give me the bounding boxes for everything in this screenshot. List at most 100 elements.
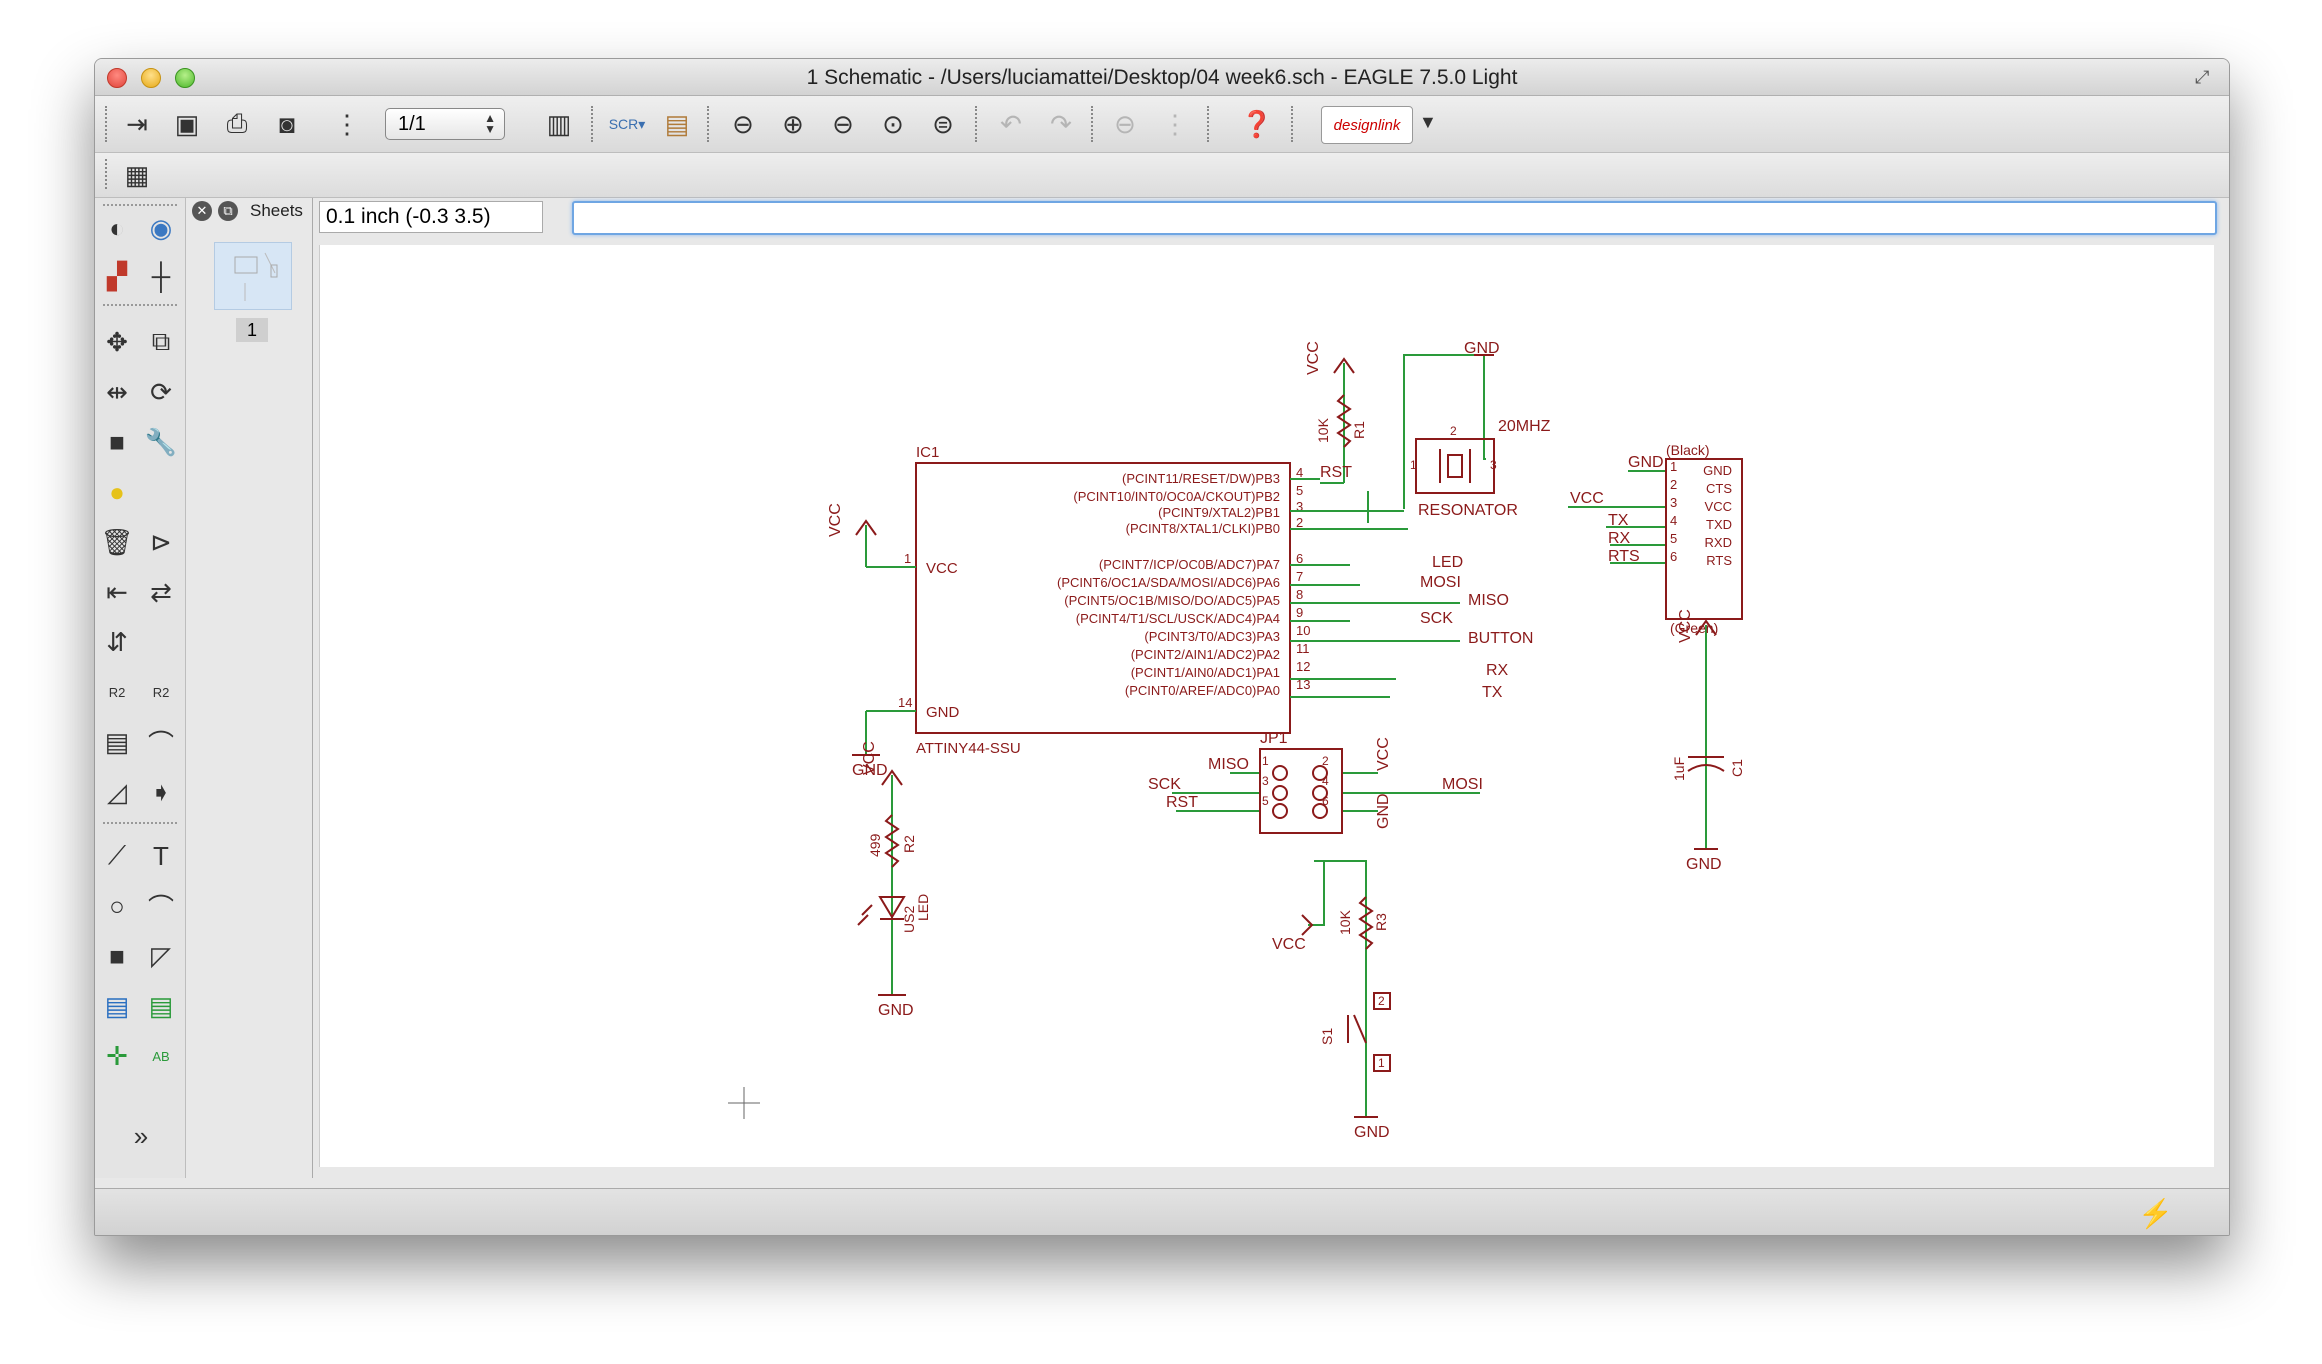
close-icon[interactable]: ✕ [192, 201, 212, 221]
schematic-drawing[interactable]: IC1 ATTINY44-SSU VCC GND 1 14 (PCINT11/R… [320, 245, 2214, 1167]
replace-icon[interactable]: ⇄ [150, 576, 172, 607]
mark-icon[interactable]: ┼ [151, 260, 171, 291]
design-link-button[interactable]: designlink [1321, 106, 1413, 144]
zoom-window-button[interactable] [175, 68, 195, 88]
ic1-pin14-num: 14 [898, 695, 912, 710]
show-icon[interactable]: ◉ [149, 212, 173, 243]
arc-icon[interactable]: ⌒ [147, 892, 174, 923]
ftdi-pin-label: GND [1703, 463, 1732, 478]
rectangle-icon[interactable]: ■ [109, 940, 125, 971]
zoom-fit-icon[interactable]: ⊖ [732, 108, 754, 139]
ftdi-pin-number: 1 [1670, 459, 1677, 474]
jp1-name: JP1 [1260, 730, 1288, 747]
info-icon[interactable]: ◐ [109, 212, 125, 243]
name-icon[interactable]: R2 [108, 684, 126, 700]
ftdi-bottom-label: (Green) [1670, 620, 1718, 636]
ftdi-pin-label: CTS [1706, 481, 1732, 496]
resonator-pin-number: 3 [1490, 458, 1497, 472]
ic1-gnd-pin: GND [926, 704, 960, 721]
open-icon[interactable]: ⇥ [126, 108, 148, 139]
rst-net-label: RST [1320, 464, 1352, 481]
junction-icon[interactable]: ✛ [106, 1040, 128, 1071]
display-icon[interactable]: ▞ [107, 260, 127, 291]
redo-icon[interactable]: ↷ [1050, 108, 1072, 139]
undo-icon[interactable]: ↶ [1000, 108, 1022, 139]
toolbar-grip [1091, 106, 1097, 142]
sheet-thumbnail[interactable] [214, 242, 292, 310]
expand-chevron-icon[interactable]: » [133, 1120, 149, 1151]
schematic-canvas[interactable]: IC1 ATTINY44-SSU VCC GND 1 14 (PCINT11/R… [319, 245, 2214, 1167]
jp1-pin-number: 1 [1262, 754, 1269, 768]
script-icon[interactable]: ⋮ [334, 108, 360, 139]
change-icon[interactable]: 🔧 [144, 426, 178, 457]
s1-name: S1 [1319, 1028, 1335, 1045]
delete-icon[interactable]: 🗑 [100, 526, 134, 557]
toolbar-grip[interactable] [105, 159, 111, 189]
circle-icon[interactable]: ○ [109, 890, 125, 921]
rotate-icon[interactable]: ⟳ [150, 376, 172, 407]
button-net-label: BUTTON [1468, 630, 1533, 647]
ic1-value: ATTINY44-SSU [916, 740, 1021, 757]
text-icon[interactable]: T [153, 840, 169, 871]
chevron-down-icon[interactable]: ▼ [1419, 112, 1437, 132]
vcc-label: VCC [1677, 609, 1694, 643]
jp1-pin-number: 4 [1322, 774, 1329, 788]
move-icon[interactable]: ✥ [106, 326, 128, 357]
help-icon[interactable]: ❓ [1240, 108, 1274, 139]
vcc-label: VCC [861, 741, 878, 775]
polygon-icon[interactable]: ◸ [151, 940, 171, 971]
command-line-input[interactable] [572, 201, 2217, 235]
sheet-selector[interactable]: 1/1 ▲▼ [385, 108, 505, 140]
add-icon[interactable]: ⊳ [150, 526, 172, 557]
zoom-last-icon[interactable]: ⊜ [932, 108, 954, 139]
sheet-number[interactable]: 1 [236, 318, 268, 342]
scr-icon[interactable]: SCR▾ [608, 115, 646, 132]
ftdi-top-label: (Black) [1666, 442, 1710, 458]
zoom-out-icon[interactable]: ⊖ [832, 108, 854, 139]
ftdi-net-rx: RX [1608, 530, 1631, 547]
print-icon[interactable]: ⎙ [226, 108, 248, 138]
stop-icon[interactable]: ⊖ [1114, 108, 1136, 139]
minimize-window-button[interactable] [141, 68, 161, 88]
copy-icon[interactable]: ⧉ [151, 326, 171, 356]
sheets-label: Sheets [250, 201, 303, 220]
go-icon[interactable]: ⋮ [1162, 108, 1188, 139]
ulp-icon[interactable]: ▤ [664, 108, 690, 139]
resonator-pin-number: 2 [1450, 424, 1457, 438]
save-icon[interactable]: ▣ [174, 108, 200, 139]
net-icon[interactable]: ▤ [148, 990, 174, 1021]
command-toolbar: ◐ ◉ ▞ ┼ ✥ ⧉ ⇹ ⟳ ■ 🔧 ● 🗑 ⊳ ⇤ ⇄ ⇵ R2 R2 ▤ … [95, 198, 186, 1178]
fullscreen-icon[interactable]: ⤢ [2195, 67, 2210, 87]
ic1-pin-number: 9 [1296, 605, 1303, 620]
cam-icon[interactable]: ◙ [279, 108, 295, 139]
toolbar-grip[interactable] [105, 106, 111, 142]
r2-name: R2 [901, 835, 917, 853]
pinswap-icon[interactable]: ⇤ [106, 576, 128, 607]
group-icon[interactable]: ■ [109, 426, 125, 457]
r1-value: 10K [1315, 417, 1331, 443]
smash-icon[interactable]: ▤ [104, 726, 130, 757]
value-icon[interactable]: R2 [152, 684, 170, 700]
ic1-pin-label: (PCINT2/AIN1/ADC2)PA2 [1131, 647, 1280, 662]
mirror-icon[interactable]: ⇹ [106, 376, 128, 407]
bus-icon[interactable]: ▤ [104, 990, 130, 1021]
label-icon[interactable]: AB [152, 1048, 170, 1064]
miter-icon[interactable]: ⌒ [147, 728, 174, 759]
sheet-thumbnail-preview [234, 252, 278, 301]
gateswap-icon[interactable]: ⇵ [106, 626, 128, 657]
close-window-button[interactable] [107, 68, 127, 88]
grid-icon[interactable]: ▦ [124, 159, 150, 190]
jp1-pin-number: 3 [1262, 774, 1269, 788]
zoom-select-icon[interactable]: ⊙ [882, 108, 904, 139]
wire-icon[interactable]: ⟋ [107, 840, 127, 870]
lightning-icon[interactable]: ⚡ [2138, 1198, 2173, 1229]
zoom-in-icon[interactable]: ⊕ [782, 108, 804, 139]
main-toolbar: ⇥ ▣ ⎙ ◙ ⋮ 1/1 ▲▼ ▥ SCR▾ ▤ ⊖ ⊕ ⊖ ⊙ ⊜ ↶ ↷ … [95, 96, 2229, 153]
invoke-icon[interactable]: ➧ [150, 776, 172, 807]
split-icon[interactable]: ◿ [107, 776, 127, 807]
paste-icon[interactable]: ● [109, 476, 125, 507]
sheets-header: ✕ ⧉ Sheets [186, 198, 312, 224]
ic1-pin-label: (PCINT4/T1/SCL/USCK/ADC4)PA4 [1076, 611, 1280, 626]
restore-icon[interactable]: ⧉ [218, 201, 238, 221]
layers-icon[interactable]: ▥ [546, 108, 572, 139]
